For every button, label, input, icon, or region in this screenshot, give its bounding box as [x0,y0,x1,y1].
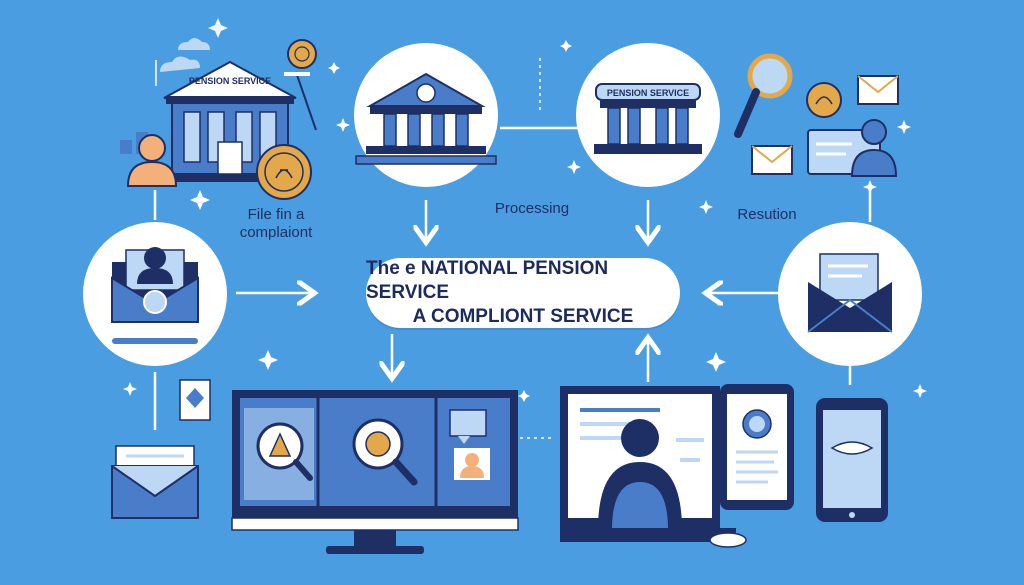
pension-building-illustration: PENSION SERVICE [120,38,317,200]
center-title-line1: The e NATIONAL PENSION SERVICE [366,258,609,303]
envelope-icon [751,145,793,175]
submit-complaint-circle [83,222,227,366]
bottom-left-documents [111,379,211,519]
center-title-line2: A COMPLIONT SERVICE [412,306,634,327]
step-label-file-complaint: File fin a complaiont [206,206,346,242]
cloud-icon [160,56,200,72]
pediment-sign: PENSION SERVICE [607,88,689,98]
open-envelope-icon [111,445,199,519]
step-label-processing: Processing [462,200,602,218]
sparkles [123,18,927,402]
magnifier-icon [352,418,418,486]
person-icon [454,448,490,480]
center-service-pill: The e NATIONAL PENSION SERVICE A COMPLIO… [366,258,680,328]
wings-logo-icon [830,441,874,455]
phone-device [816,398,888,522]
seal-icon [143,290,167,314]
step-label-resolution: Resution [712,206,822,224]
flow-connectors [153,58,872,439]
person-icon [598,419,682,530]
top-right-illustration [734,53,899,177]
magnifier-icon [734,53,793,138]
step-label-line: Processing [494,200,570,217]
emblem-icon [416,83,436,103]
mouse-icon [709,532,747,548]
building-sign: PENSION SERVICE [189,76,271,86]
person-icon [850,119,898,177]
person-icon [137,247,173,284]
step-label-line: File fin a [247,206,305,223]
person-icon [126,134,178,187]
resolution-letter-circle [778,222,922,366]
coin-icon [287,39,317,69]
step-label-line: complaiont [239,224,313,241]
chat-bubble-icon [449,409,487,437]
envelope-icon [857,75,899,105]
review-monitor [231,390,519,554]
bank-circle [354,43,498,187]
tablet-device [720,384,794,510]
pension-service-circle: PENSION SERVICE [576,43,720,187]
coin-icon [806,82,842,118]
agent-workstation [560,386,747,548]
envelope-icon [808,282,892,332]
step-label-line: Resution [737,206,797,223]
magnifier-icon [256,422,313,481]
